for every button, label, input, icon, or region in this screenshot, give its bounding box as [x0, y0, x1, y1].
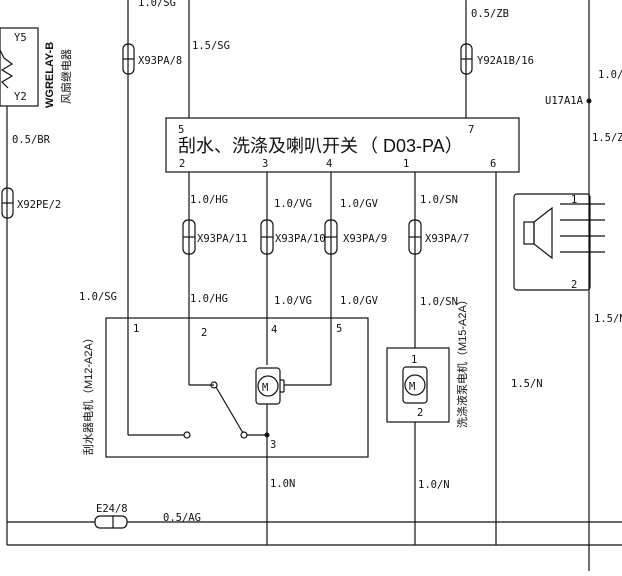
wiper-motor-glyph: M [262, 382, 268, 394]
wire-label-sg-mid: 1.0/SG [79, 291, 117, 303]
switch-code: （ D03-PA） [360, 136, 463, 156]
connector-label-x93pa10: X93PA/10 [275, 233, 326, 245]
wire-label-gv-a: 1.0/GV [340, 198, 379, 210]
switch-box-frame [165, 117, 520, 173]
wire-label-hg-a: 1.0/HG [190, 194, 228, 206]
wiper-pin-1: 1 [133, 323, 139, 335]
junction-u17a1a [586, 98, 592, 104]
switch-pin-7: 7 [468, 124, 474, 136]
wire-label-sn-a: 1.0/SN [420, 194, 458, 206]
wiper-motor-symbol-frame [255, 367, 281, 405]
wiper-pin-4: 4 [271, 324, 277, 336]
wire-label-n-15: 1.5/N [511, 378, 543, 390]
connector-label-u17a1a: U17A1A [545, 95, 584, 107]
switch-title: 刮水、洗涤及喇叭开关 [178, 136, 358, 156]
wire-label-top-sg: 1.0/SG [138, 0, 176, 9]
washer-pump-frame [386, 347, 450, 423]
switch-pin-4: 4 [326, 158, 332, 170]
wiper-contact-a [210, 381, 218, 389]
horn-frame [513, 193, 591, 291]
connector-label-x92pe2: X92PE/2 [17, 199, 61, 211]
washer-pump-label: 洗涤液泵电机（M15-A2A） [455, 294, 469, 428]
horn-pin-1: 1 [571, 194, 577, 206]
wire-label-vg-a: 1.0/VG [274, 198, 312, 210]
horn-bell [533, 206, 553, 260]
washer-pump: 1 2 M 洗涤液泵电机（M15-A2A） [386, 294, 469, 428]
connector-e24-8 [94, 515, 128, 529]
wiper-motor-symbol [257, 375, 279, 397]
wiper-contact-b [240, 431, 248, 439]
switch-pin-5: 5 [178, 124, 184, 136]
wire-label-gv-b: 1.0/GV [340, 295, 379, 307]
wiper-motor-frame [105, 317, 369, 458]
relay-pin-top: Y5 [14, 32, 27, 44]
wire-label-n-10b: 1.0/N [418, 479, 450, 491]
wire-label-n-10a: 1.0N [270, 478, 295, 490]
wire-label-n-right: 1.5/N [594, 313, 622, 325]
connector-label-e24-8: E24/8 [96, 503, 128, 515]
washer-motor-glyph: M [409, 381, 415, 393]
wiper-contact-c [183, 431, 191, 439]
wiper-motor-label: 刮水器电机（M12-A2A） [81, 332, 95, 455]
wiper-pin-5: 5 [336, 323, 342, 335]
wire-label-ag: 0.5/AG [163, 512, 201, 524]
wiper-pin-3: 3 [270, 439, 276, 451]
connector-label-x93pa7: X93PA/7 [425, 233, 469, 245]
wire-label-sg-15: 1.5/SG [192, 40, 230, 52]
wire-label-vg-b: 1.0/VG [274, 295, 312, 307]
relay-box [0, 27, 39, 107]
wire-label-sn-b: 1.0/SN [420, 296, 458, 308]
wire-label-hg-b: 1.0/HG [190, 293, 228, 305]
washer-motor-symbol [404, 374, 426, 396]
wire-label-z-right2: 1.5/Z [592, 132, 622, 144]
switch-pin-6: 6 [490, 158, 496, 170]
relay-coil [0, 49, 14, 89]
horn: 1 2 [513, 193, 605, 291]
connector-label-x93pa11: X93PA/11 [197, 233, 248, 245]
connector-label-y92a1b16: Y92A1B/16 [477, 55, 534, 67]
fan-relay: Y5 Y2 WGRELAY-B 风扇继电器 [0, 27, 73, 108]
relay-pin-bottom: Y2 [14, 91, 27, 103]
connector-label-x93pa9: X93PA/9 [343, 233, 387, 245]
wiper-switch-arm [215, 386, 244, 434]
washer-pin-1: 1 [411, 354, 417, 366]
switch-box: 5 7 刮水、洗涤及喇叭开关 （ D03-PA） 2 3 4 1 6 [165, 117, 520, 173]
horn-pin-2: 2 [571, 279, 577, 291]
switch-pin-3: 3 [262, 158, 268, 170]
wiper-motor: 1 2 4 5 3 刮水器电机（M12-A2A） M [81, 317, 369, 545]
washer-pin-2: 2 [417, 407, 423, 419]
relay-label: WGRELAY-B [44, 42, 56, 108]
wire-label-zb: 0.5/ZB [471, 8, 509, 20]
horn-body [523, 221, 535, 245]
switch-pin-1: 1 [403, 158, 409, 170]
wire-label-z-right: 1.0/Z [598, 69, 622, 81]
connector-label-x93pa8: X93PA/8 [138, 55, 182, 67]
wire-label-br: 0.5/BR [12, 134, 51, 146]
relay-name: 风扇继电器 [59, 49, 73, 104]
switch-pin-2: 2 [179, 158, 185, 170]
wiper-pin-2: 2 [201, 327, 207, 339]
washer-motor-symbol-frame [402, 366, 428, 404]
